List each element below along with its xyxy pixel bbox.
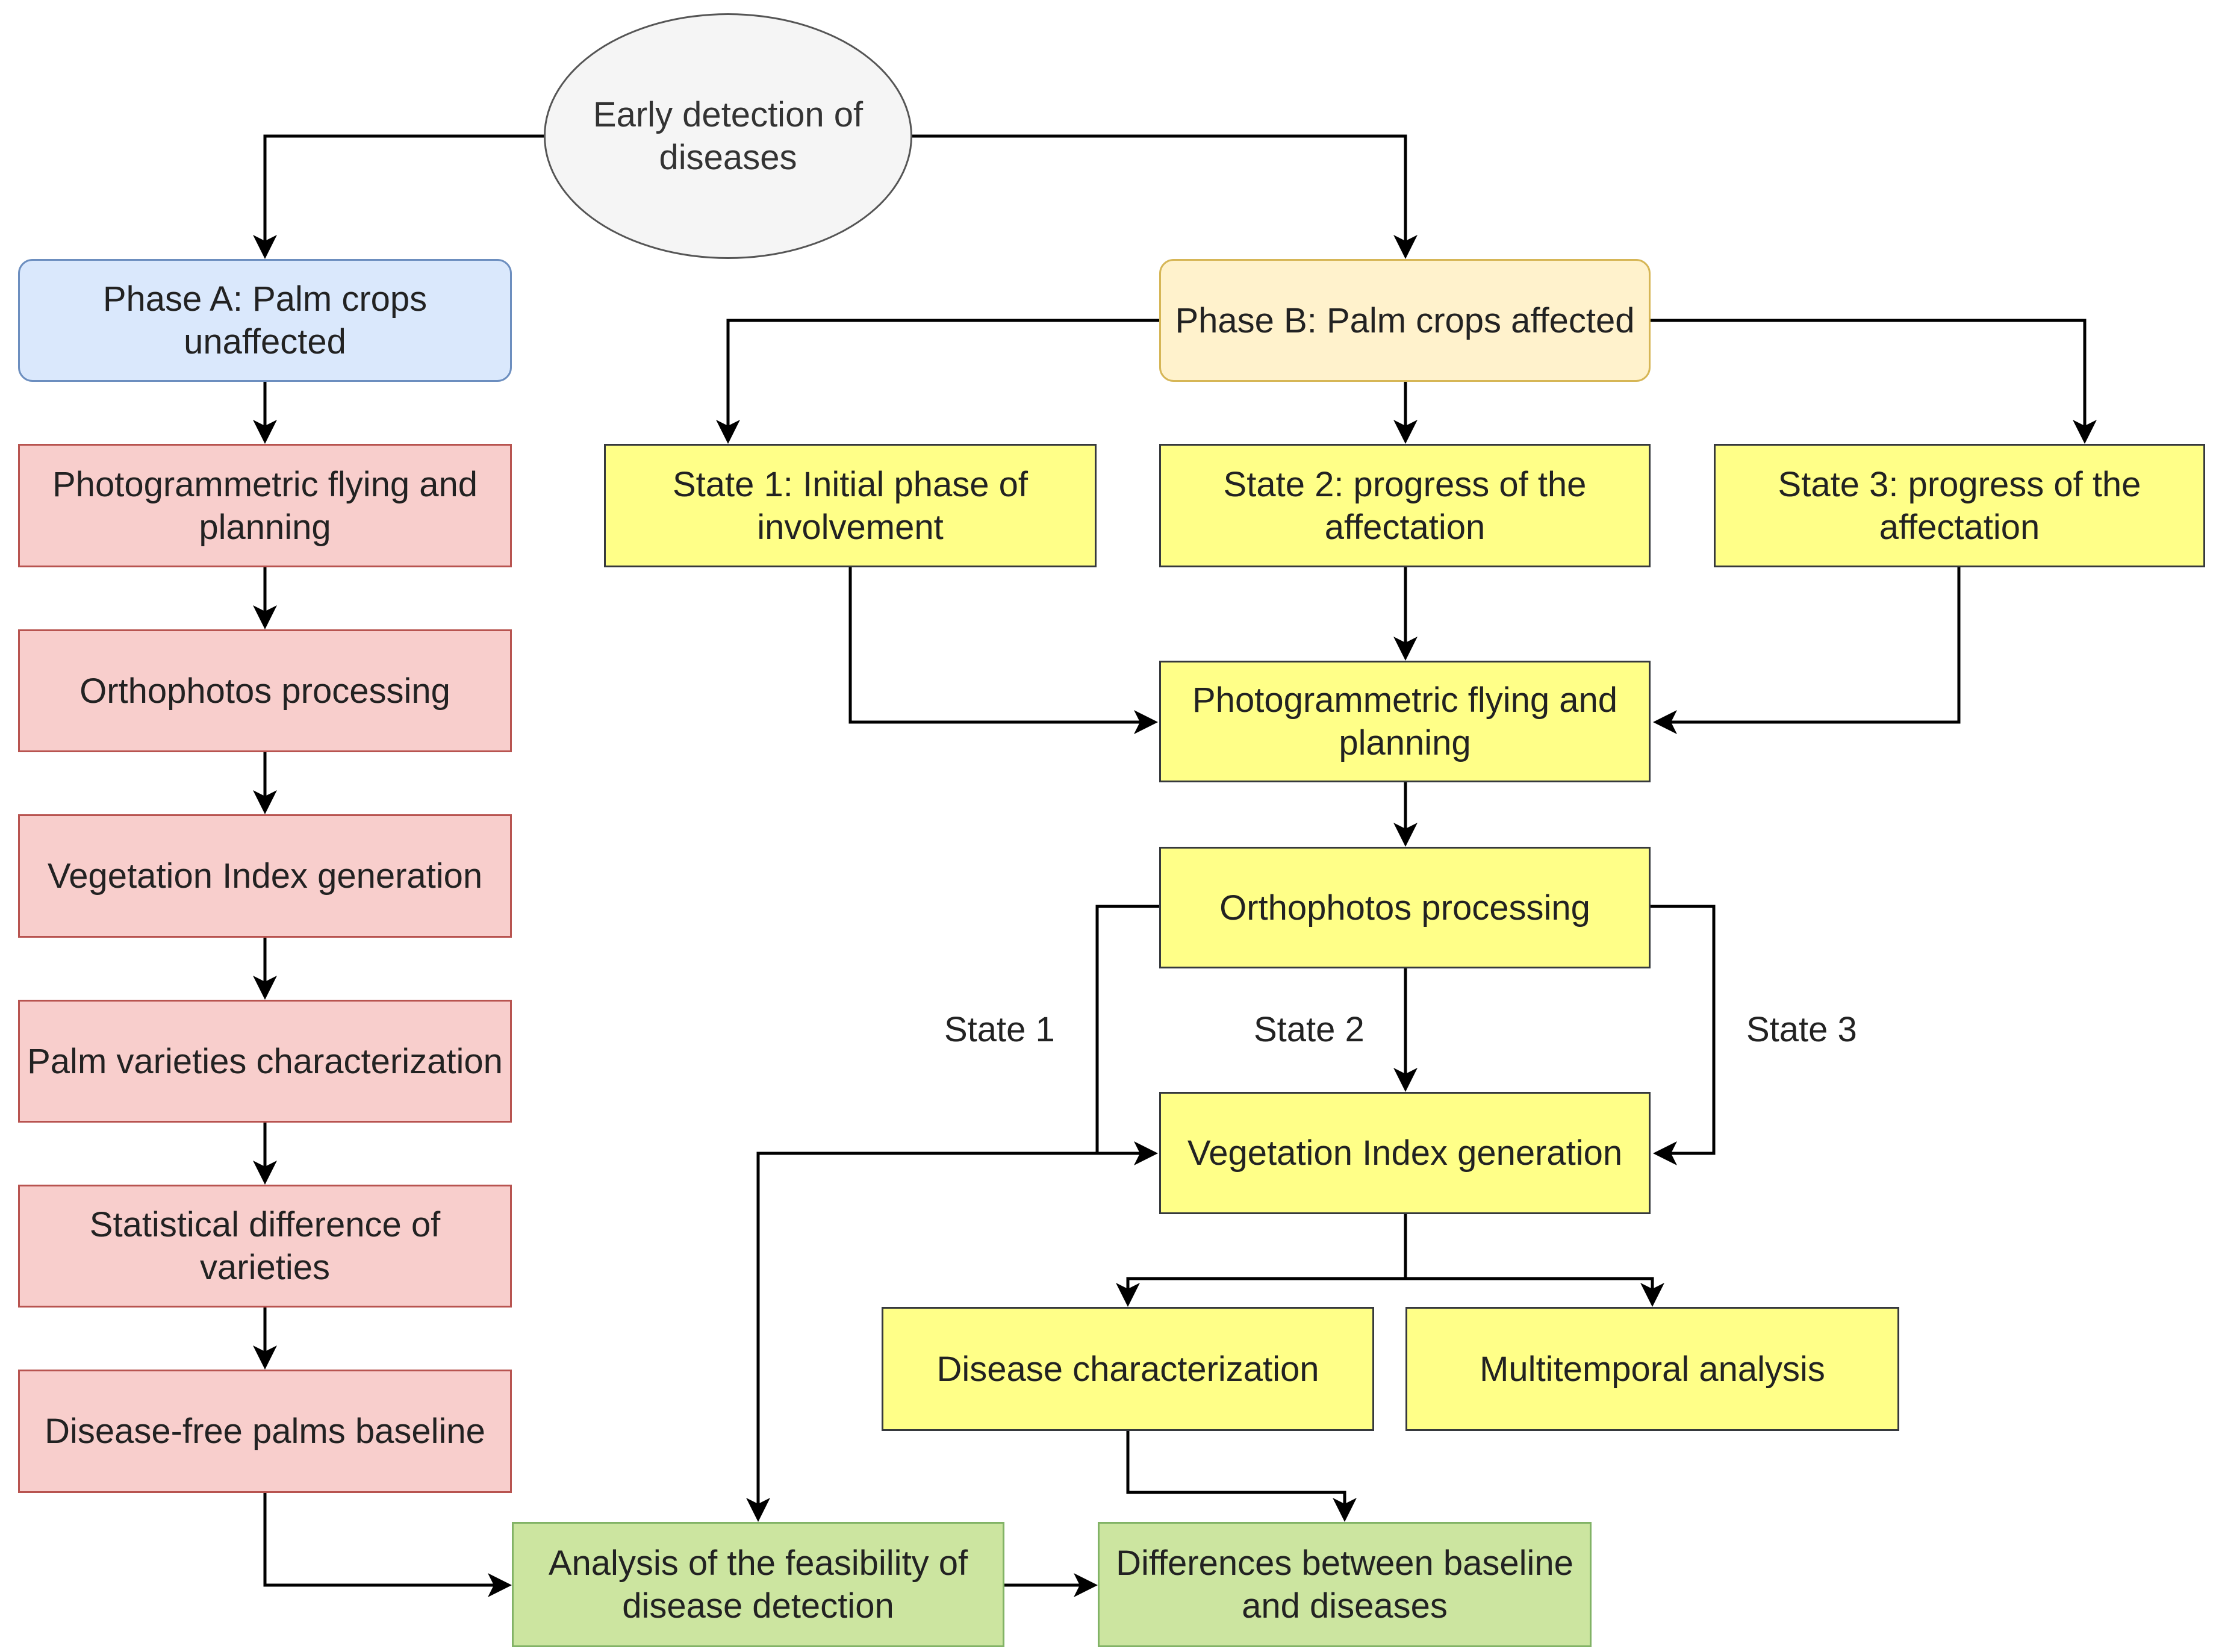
phase-b-node: Phase B: Palm crops affected (1159, 259, 1651, 382)
phase-b-photogrammetry-node: Photogrammetric flying and planning (1159, 661, 1651, 782)
phase-a-node: Phase A: Palm crops unaffected (18, 259, 512, 382)
phase-a-step-label: Vegetation Index generation (47, 856, 483, 896)
phase-a-step-photogrammetry: Photogrammetric flying and planning (18, 444, 512, 567)
edge-label-state-1: State 1 (944, 1010, 1055, 1049)
edge-label-state-3: State 3 (1746, 1010, 1857, 1049)
arrow-start-to-phase-a (253, 134, 544, 259)
edge-label-state-2: State 2 (1254, 1010, 1365, 1049)
phase-a-step-label: Statistical difference of varieties (89, 1205, 441, 1287)
phase-a-step-label: Palm varieties characterization (27, 1041, 503, 1081)
arrow-vegetation-to-feasibility (746, 1152, 1155, 1522)
arrow-vegetation-to-multitemporal (1405, 1277, 1664, 1307)
state-3-label: State 3: progress of the affectation (1778, 464, 2141, 547)
arrow-phase-b-to-state-1 (716, 319, 1159, 444)
state-2-label: State 2: progress of the affectation (1223, 464, 1587, 547)
state-1-label: State 1: Initial phase of involvement (672, 464, 1029, 547)
phase-a-title: Phase A: Palm crops unaffected (102, 279, 428, 361)
start-node: Early detection of diseases (544, 13, 912, 259)
arrow-disease-to-differences (1126, 1431, 1357, 1522)
baseline-differences-node: Differences between baseline and disease… (1098, 1522, 1592, 1647)
phase-b-title: Phase B: Palm crops affected (1175, 301, 1635, 340)
phase-a-step-statistical-difference: Statistical difference of varieties (18, 1185, 512, 1308)
arrow-vegetation-to-disease (1116, 1214, 1407, 1307)
phase-a-step-baseline: Disease-free palms baseline (18, 1370, 512, 1493)
arrow-state-3-to-photogrammetry (1653, 567, 1961, 734)
start-label: Early detection of diseases (593, 95, 864, 177)
multitemporal-analysis-node: Multitemporal analysis (1405, 1307, 1899, 1431)
baseline-differences-label: Differences between baseline and disease… (1116, 1544, 1573, 1626)
arrow-orthophotos-to-vegetation-state-1 (1095, 905, 1159, 1165)
feasibility-analysis-label: Analysis of the feasibility of disease d… (548, 1544, 968, 1626)
arrow-orthophotos-to-vegetation-state-3 (1651, 905, 1716, 1165)
arrow-phase-b-to-state-3 (1651, 319, 2097, 444)
phase-a-step-varieties: Palm varieties characterization (18, 1000, 512, 1123)
phase-a-step-vegetation-index: Vegetation Index generation (18, 814, 512, 938)
phase-a-step-label: Disease-free palms baseline (45, 1412, 485, 1451)
phase-b-photogrammetry-label: Photogrammetric flying and planning (1192, 681, 1617, 762)
multitemporal-analysis-label: Multitemporal analysis (1480, 1349, 1825, 1389)
arrow-state-1-to-photogrammetry (848, 567, 1158, 734)
phase-b-vegetation-index-label: Vegetation Index generation (1187, 1133, 1623, 1173)
arrow-start-to-phase-b (912, 134, 1418, 259)
disease-characterization-node: Disease characterization (882, 1307, 1374, 1431)
phase-a-step-label: Photogrammetric flying and planning (52, 464, 478, 547)
state-2-node: State 2: progress of the affectation (1159, 444, 1651, 567)
phase-b-orthophotos-label: Orthophotos processing (1219, 888, 1590, 927)
phase-a-step-orthophotos: Orthophotos processing (18, 629, 512, 752)
phase-b-vegetation-index-node: Vegetation Index generation (1159, 1092, 1651, 1214)
state-1-node: State 1: Initial phase of involvement (604, 444, 1097, 567)
disease-characterization-label: Disease characterization (936, 1349, 1319, 1389)
feasibility-analysis-node: Analysis of the feasibility of disease d… (512, 1522, 1004, 1647)
phase-b-orthophotos-node: Orthophotos processing (1159, 847, 1651, 968)
arrow-baseline-to-feasibility (263, 1493, 512, 1597)
phase-a-step-label: Orthophotos processing (79, 671, 450, 711)
state-3-node: State 3: progress of the affectation (1714, 444, 2205, 567)
